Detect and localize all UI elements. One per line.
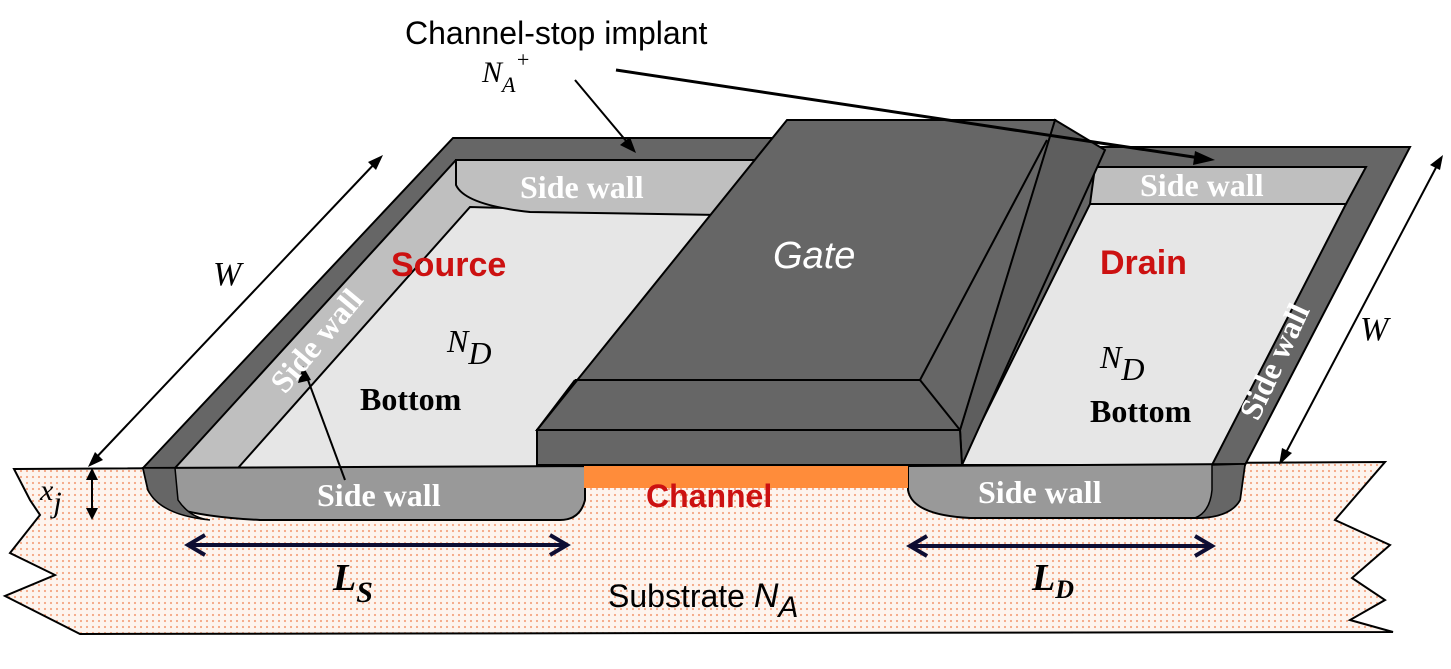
source-front-sidewall-label: Side wall — [317, 477, 441, 513]
gate-bevel-left — [536, 379, 576, 431]
channel-stop-pointer-right — [615, 68, 1201, 160]
ls-label: LS — [332, 557, 373, 609]
source-top-sidewall — [455, 159, 762, 217]
arrowhead-icon — [906, 534, 929, 558]
channel-strip — [584, 466, 908, 488]
arrowhead-icon — [86, 508, 98, 520]
gate-top-face — [534, 119, 1057, 431]
drain-front-sidewall-label: Side wall — [978, 474, 1102, 510]
sidewall-pointer — [304, 371, 346, 481]
source-label: Source — [391, 246, 506, 284]
source-nd-label: ND — [446, 323, 491, 371]
arrowhead-icon — [548, 533, 571, 557]
source-front-corner — [142, 467, 211, 521]
substrate-label: Substrate NA — [608, 577, 798, 624]
channel-stop-label: Channel-stop implant — [405, 15, 708, 51]
w-dimension-left — [91, 159, 379, 463]
xj-label: xj — [39, 474, 62, 519]
arrowhead-icon — [368, 155, 383, 170]
na-plus-label: NA+ — [481, 47, 530, 97]
source-bottom-label: Bottom — [360, 381, 462, 417]
drain-bottom-label: Bottom — [1090, 393, 1192, 429]
arrowhead-icon — [1430, 155, 1443, 170]
drain-front-corner — [1194, 463, 1246, 519]
gate-bevel-right — [919, 379, 961, 431]
arrowhead-icon — [1193, 534, 1216, 558]
arrowhead-icon — [86, 468, 98, 480]
w-label-right: W — [1360, 311, 1391, 348]
drain-nd-label: ND — [1099, 339, 1144, 387]
arrowhead-icon — [1193, 151, 1215, 165]
arrowhead-icon — [620, 137, 636, 153]
channel-stop-pointer-left — [574, 79, 633, 149]
source-top-sidewall-label: Side wall — [520, 169, 644, 205]
drain-top-sidewall-label: Side wall — [1140, 167, 1264, 203]
gate-front-face — [536, 429, 964, 466]
arrowhead-icon — [1279, 448, 1292, 465]
arrowhead-icon — [298, 366, 311, 383]
ld-label: LD — [1031, 557, 1074, 604]
gate-label: Gate — [773, 235, 855, 277]
drain-label: Drain — [1100, 244, 1187, 282]
arrowhead-icon — [184, 533, 207, 557]
w-label-left: W — [213, 256, 244, 293]
w-dimension-right — [1281, 159, 1441, 461]
channel-label: Channel — [646, 478, 772, 514]
arrowhead-icon — [88, 452, 103, 467]
